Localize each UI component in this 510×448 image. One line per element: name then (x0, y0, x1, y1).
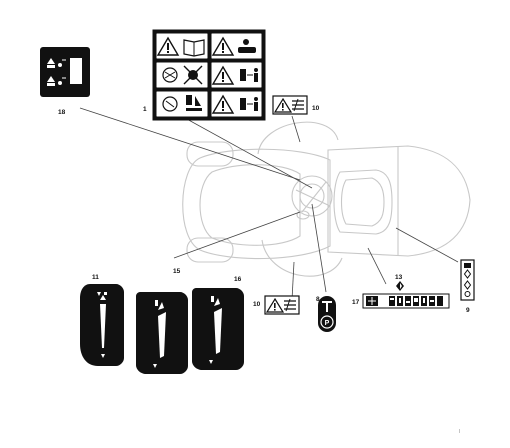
leader-lines (79, 107, 459, 301)
steering-wheel (291, 175, 333, 217)
svg-text:P: P (325, 320, 330, 327)
mower-top-view (182, 121, 471, 277)
seat (333, 169, 393, 235)
callout-11: 11 (92, 274, 99, 281)
decal-9-vertical-strip (460, 259, 475, 301)
callout-1: 1 (143, 106, 147, 113)
rear-body (327, 145, 471, 257)
decal-13 (396, 281, 404, 291)
decal-16 (192, 288, 244, 370)
callout-10-bottom: 10 (253, 301, 261, 308)
callout-13: 13 (395, 274, 403, 281)
decal-17-control-strip (362, 293, 450, 309)
callout-17: 17 (352, 299, 360, 306)
callout-18: 18 (58, 109, 66, 116)
hood (182, 148, 331, 260)
part-number-mark: I (459, 429, 460, 435)
callout-16: 16 (234, 276, 242, 283)
decal-10-bottom (264, 295, 300, 315)
callout-8: 8 (316, 296, 320, 303)
callout-10-top: 10 (312, 105, 320, 112)
callout-15: 15 (173, 268, 181, 275)
decal-10-top (272, 95, 308, 115)
decal-1-safety-grid (152, 29, 266, 121)
decal-15 (136, 292, 188, 374)
front-wheel-top (186, 141, 234, 167)
rear-wheel-top (257, 121, 339, 155)
decal-18 (40, 47, 90, 97)
decal-8-parking-brake: P (318, 296, 336, 332)
front-wheel-bottom (186, 237, 234, 263)
rear-wheel-bottom (261, 239, 343, 277)
decal-11 (80, 284, 124, 366)
callout-9: 9 (466, 307, 470, 314)
